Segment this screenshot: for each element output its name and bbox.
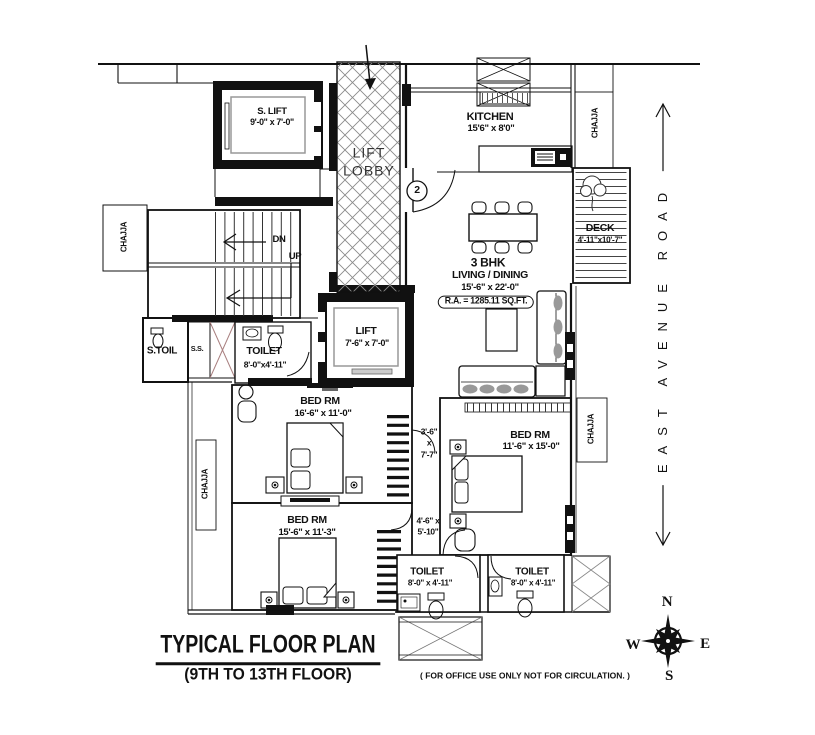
toilet2-room — [396, 554, 481, 620]
plant-icon — [580, 175, 607, 212]
lift-room — [318, 293, 414, 387]
chajja-boxes — [102, 91, 614, 531]
sofa-set-icon — [458, 290, 567, 398]
s-lift-label: S. LIFT — [257, 105, 287, 117]
area-badge: R.A. = 1285.11 SQ.FT. — [437, 295, 535, 309]
compass-east-label: E — [700, 635, 710, 652]
bed2-label: BED RM — [510, 429, 550, 442]
compass-north-label: N — [661, 593, 673, 610]
service-rooms — [142, 317, 312, 384]
kitchen-label: KITCHEN — [466, 110, 514, 123]
bed-icon — [451, 455, 523, 513]
lift-lobby-label-line2: LOBBY — [343, 162, 395, 179]
passage1-dims-l2: x — [426, 437, 432, 448]
toilet3-label: TOILET — [515, 566, 549, 578]
living-label: LIVING / DINING — [451, 269, 529, 282]
plan-title: TYPICAL FLOOR PLAN — [155, 631, 381, 665]
tv-icon — [290, 498, 330, 502]
unit-type-label: 3 BHK — [470, 255, 506, 270]
kitchen-fixtures — [476, 57, 573, 173]
stairs-up-label: UP — [288, 250, 302, 262]
bed1-label: BED RM — [300, 395, 340, 408]
toilet1-fixtures — [242, 325, 310, 377]
bed3-label: BED RM — [287, 514, 327, 527]
toilet3-dims: 8'-0" x 4'-11" — [510, 578, 556, 588]
s-lift-dims: 9'-0" x 7'-0" — [250, 117, 294, 128]
chajja-label-left: CHAJJA — [200, 468, 210, 500]
lift-dims: 7'-6" x 7'-0" — [345, 338, 389, 349]
entry-arrow-icon — [365, 78, 376, 90]
passage1-dims-l1: 3'-6" — [420, 426, 438, 437]
passage2-dims-l2: 5'-10" — [417, 526, 439, 537]
plan-subtitle: (9TH TO 13TH FLOOR) — [184, 664, 352, 684]
toilet3-room — [487, 554, 565, 618]
lift-lobby-label-line1: LIFT — [352, 144, 386, 161]
toilet2-label: TOILET — [410, 566, 444, 578]
deck-area — [572, 167, 631, 284]
tv-icon — [307, 383, 353, 388]
dining-set-icon — [468, 201, 538, 254]
bed2-dims: 11'-6" x 15'-0" — [502, 440, 560, 452]
chajja-label-top-left: CHAJJA — [119, 221, 129, 253]
right-duct-strip — [571, 555, 611, 613]
road-label: EAST AVENUE ROAD — [653, 170, 673, 486]
bed2-window-slots — [567, 516, 573, 540]
entry-door-icon — [406, 168, 456, 213]
bed3-dims: 15'-6" x 11'-3" — [278, 526, 336, 538]
bed-icon — [286, 422, 344, 494]
chajja-label-kitchen: CHAJJA — [590, 107, 600, 139]
kitchen-dims: 15'6" x 8'0" — [467, 122, 515, 134]
toilet1-dims: 8'-0"x4'-11" — [243, 359, 287, 370]
stairs-down-label: DN — [272, 233, 286, 245]
compass-rose-icon — [641, 614, 695, 668]
living-window-slots — [567, 344, 573, 368]
bed2-window-icon — [565, 505, 575, 553]
service-shaft-label: S.S. — [190, 343, 204, 353]
living-dims: 15'-6" x 22'-0" — [461, 281, 519, 293]
entry-door-number: 2 — [414, 184, 420, 197]
toilet2-dims: 8'-0" x 4'-11" — [407, 578, 453, 588]
bed1-dims: 16'-6" x 11'-0" — [294, 407, 352, 419]
chajja-label-right: CHAJJA — [586, 413, 596, 445]
staircase-icon — [147, 209, 301, 319]
passage2-dims-l1: 4'-6" x — [416, 515, 440, 526]
s-lift-room — [213, 81, 323, 169]
toilet1-label: TOILET — [246, 345, 282, 358]
passage1-dims-l3: 7'-7" — [420, 449, 438, 460]
bed3-furniture — [260, 495, 413, 609]
bed1-furniture — [237, 383, 436, 494]
lift-label: LIFT — [355, 325, 377, 338]
servant-toilet-label: S.TOIL — [146, 345, 178, 357]
deck-dims: 4'-11"x10'-7" — [577, 235, 623, 245]
bed2-furniture — [442, 439, 523, 556]
compass-south-label: S — [664, 667, 674, 684]
deck-label: DECK — [585, 222, 615, 235]
living-window-icon — [565, 332, 575, 380]
bed-icon — [278, 537, 337, 609]
compass-west-label: W — [625, 636, 641, 653]
office-use-note: ( FOR OFFICE USE ONLY NOT FOR CIRCULATIO… — [420, 670, 630, 681]
bottom-duct-area — [398, 616, 483, 661]
lift-lobby-area — [336, 44, 401, 293]
